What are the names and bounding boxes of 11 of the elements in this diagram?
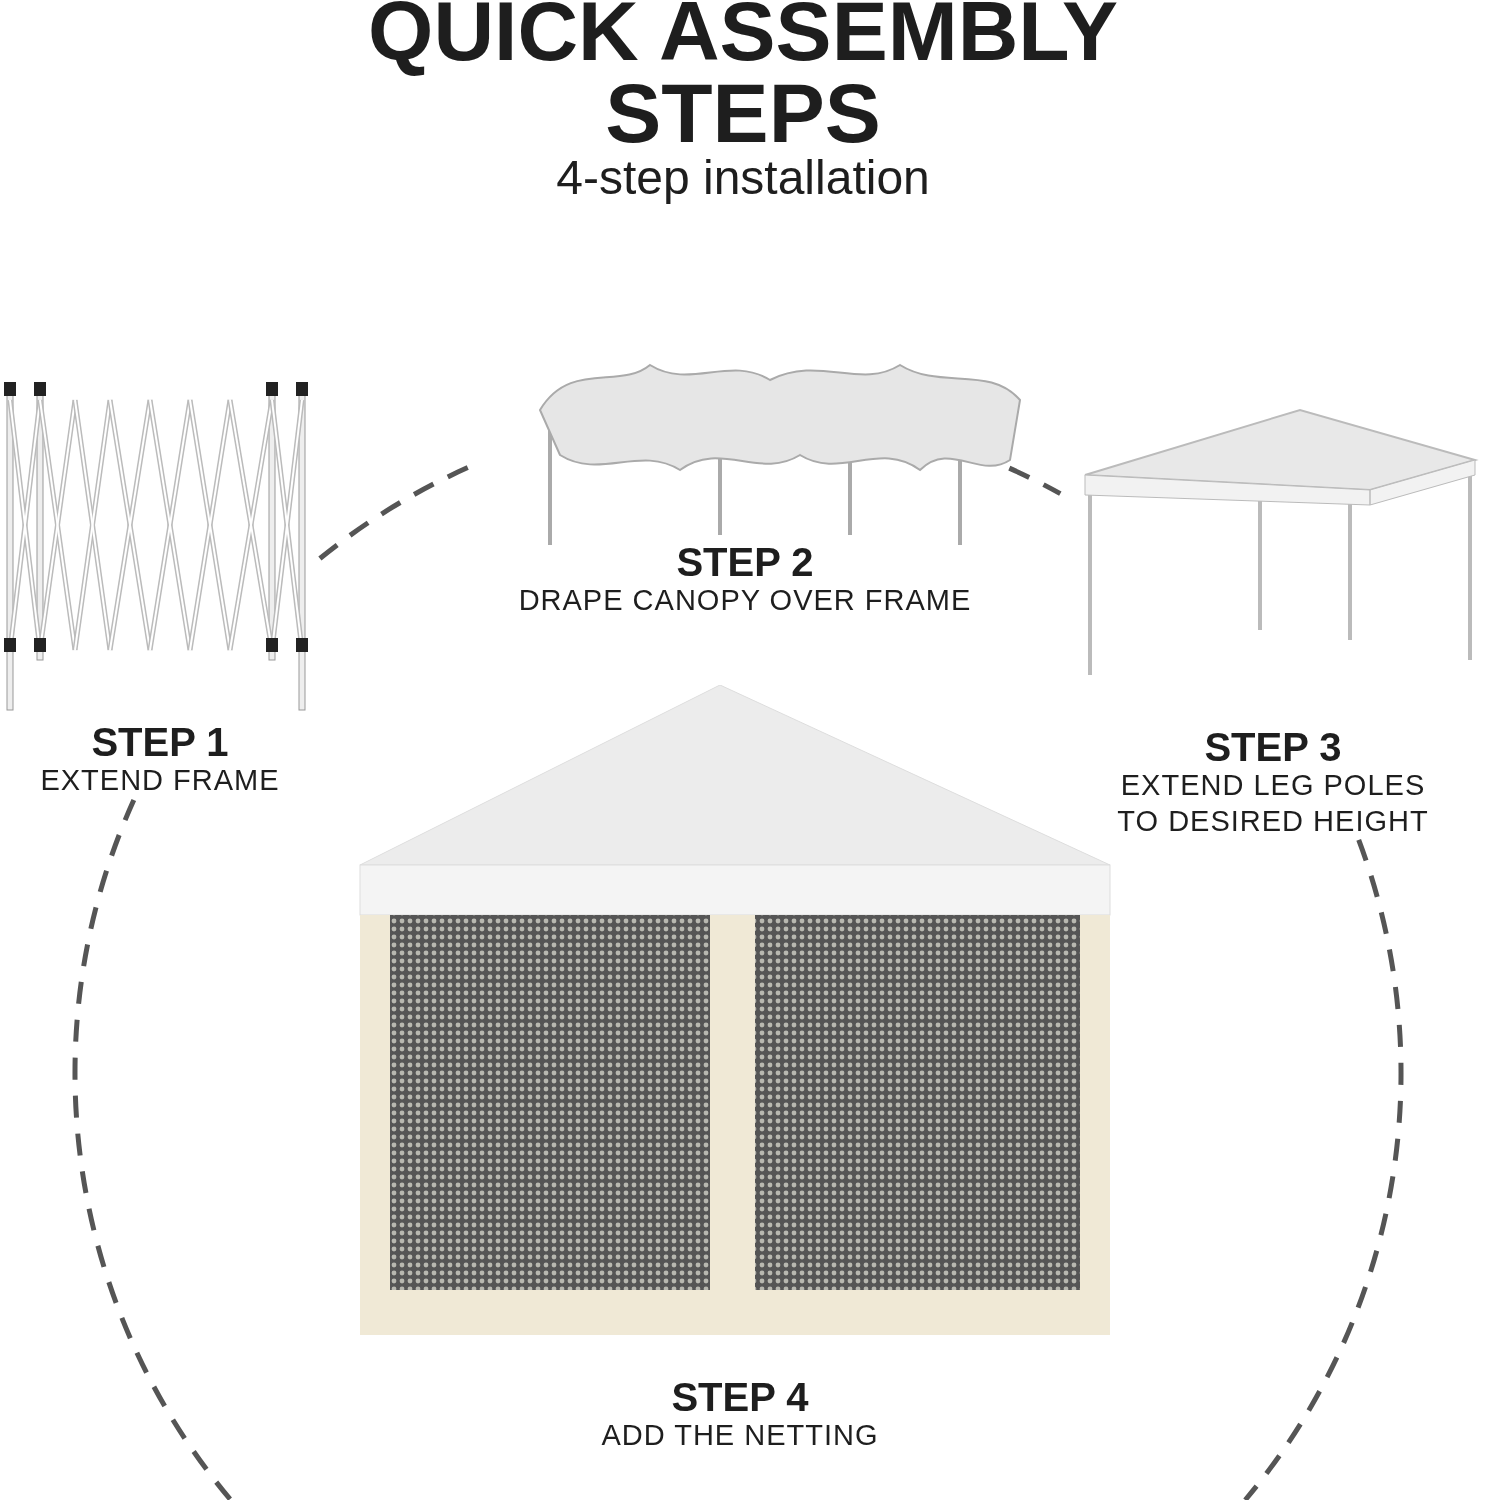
dashed-connector: [73, 799, 233, 1500]
step-heading: STEP 1: [90, 720, 230, 764]
step-heading: STEP 3: [1203, 725, 1343, 769]
step-description: EXTEND LEG POLES TO DESIRED HEIGHT: [1116, 768, 1430, 839]
dashed-connector: [1008, 465, 1062, 496]
step-description: DRAPE CANOPY OVER FRAME: [517, 583, 973, 618]
step-heading: STEP 4: [670, 1375, 810, 1419]
dashed-connector: [1243, 839, 1404, 1500]
step-description: ADD THE NETTING: [600, 1418, 880, 1453]
step-heading: STEP 2: [675, 540, 815, 584]
step-description: EXTEND FRAME: [39, 763, 281, 798]
